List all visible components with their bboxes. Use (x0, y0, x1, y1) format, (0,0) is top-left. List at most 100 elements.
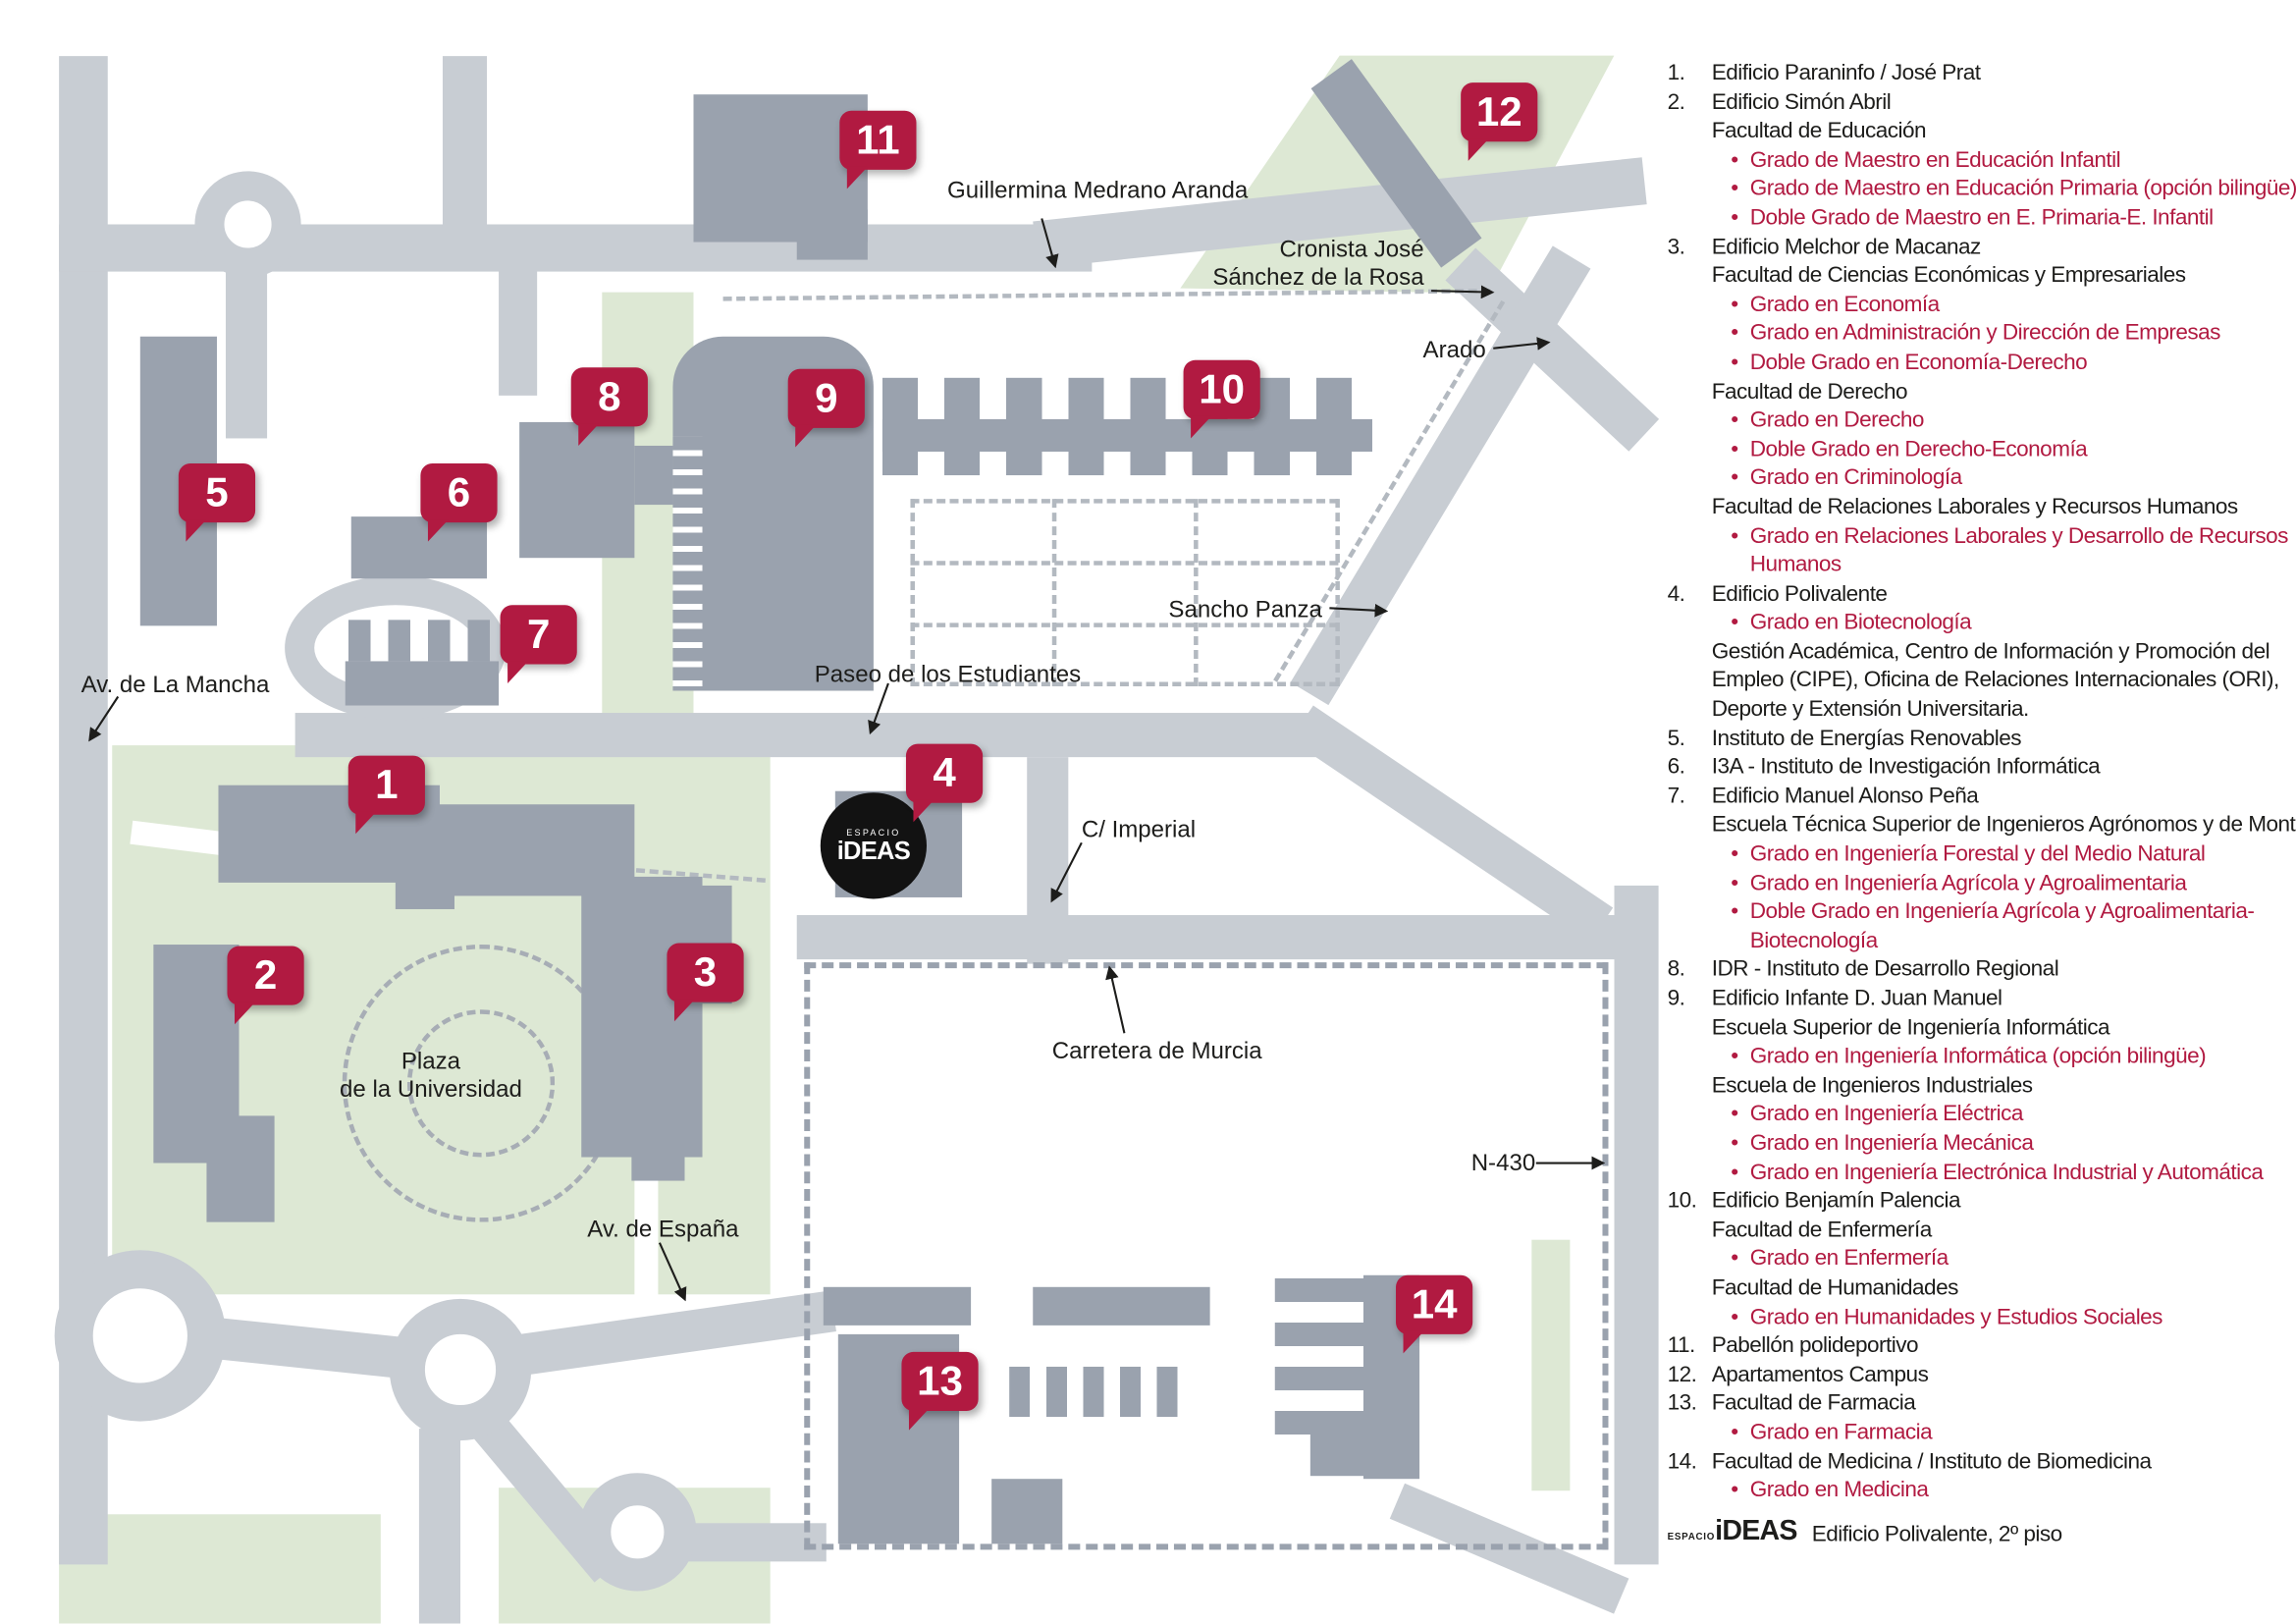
building-8 (519, 421, 635, 559)
legend-item-number: 1. (1667, 60, 1685, 86)
legend-subheading: Facultad de Enfermería (1711, 1217, 1933, 1243)
building-1-annex (395, 876, 454, 909)
legend-item-number: 6. (1667, 754, 1685, 781)
legend-item-14: 14. Facultad de Medicina / Instituto de B… (1668, 1447, 2296, 1505)
dashed-grid-line (1194, 499, 1199, 686)
legend-item-title: Apartamentos Campus (1711, 1362, 1929, 1387)
legend-subheading: Facultad de Ciencias Económicas y Empres… (1711, 262, 2186, 289)
legend-degree: •Grado en Enfermería (1712, 1245, 2296, 1273)
legend-degree: •Doble Grado de Maestro en E. Primaria-E… (1712, 203, 2296, 232)
legend-degree-continued: Humanos (1749, 552, 1842, 577)
legend-item-number: 13. (1667, 1390, 1697, 1417)
legend-subheading: Deporte y Extensión Universitaria. (1711, 696, 2030, 723)
logo-espacio-text: ESPACIO (846, 829, 901, 839)
legend-degree: •Doble Grado en Derecho-Economía (1712, 435, 2296, 463)
road (508, 1290, 836, 1378)
legend-item-title: Facultad de Farmacia (1711, 1390, 1916, 1417)
legend-degree: •Grado en Ingeniería Forestal y del Medi… (1712, 839, 2296, 868)
legend-footer-text: Edificio Polivalente, 2º piso (1811, 1521, 2062, 1546)
legend-subheading: Gestión Académica, Centro de Información… (1711, 638, 2270, 665)
street-label-n-430: N-430 (1470, 1151, 1536, 1177)
map-marker-12: 12 (1461, 82, 1538, 161)
legend-degree: •Grado en Ingeniería Mecánica (1712, 1129, 2296, 1158)
logo-ideas-text: iDEAS (836, 836, 911, 865)
dashed-grid-line (910, 681, 1339, 686)
dashed-grid-line (1051, 499, 1057, 686)
dashed-grid-line (910, 561, 1339, 566)
legend-degree: •Grado en Ingeniería Electrónica Industr… (1712, 1158, 2296, 1186)
legend-subheading: Facultad de Derecho (1711, 378, 1908, 405)
legend-item-number: 8. (1667, 956, 1685, 983)
street-label-carretera-de-murcia: Carretera de Murcia (1051, 1039, 1262, 1064)
legend-item-title: Facultad de Medicina / Instituto de Biom… (1711, 1448, 2152, 1474)
road (1290, 705, 1614, 943)
road (442, 56, 488, 228)
legend-degree: •Grado en Ingeniería Eléctrica (1712, 1100, 2296, 1128)
legend-item-title: Pabellón polideportivo (1711, 1332, 1919, 1359)
legend-item-number: 14. (1667, 1448, 1697, 1474)
map-marker-7: 7 (500, 605, 577, 683)
legend-degree: •Grado en Economía (1712, 291, 2296, 319)
legend-item-title: Edificio Melchor de Macanaz (1711, 234, 1982, 259)
road (1614, 885, 1659, 1565)
bullet-icon: • (1731, 1130, 1738, 1156)
bullet-icon: • (1731, 1159, 1738, 1185)
legend-item-title: I3A - Instituto de Investigación Informá… (1711, 754, 2101, 781)
logo-ideas-text: iDEAS (1715, 1515, 1797, 1546)
dashed-grid-line (1335, 499, 1340, 686)
street-label-av-de-la-mancha: Av. de La Mancha (80, 673, 270, 699)
legend-degree: •Grado en Criminología (1712, 463, 2296, 492)
legend-subheading: Escuela Técnica Superior de Ingenieros A… (1711, 812, 2296, 838)
legend-degree: •Grado en Biotecnología (1712, 609, 2296, 637)
legend-item-8: 8.IDR - Instituto de Desarrollo Regional (1668, 955, 2296, 984)
roundabout (194, 171, 301, 278)
building-10 (881, 418, 1372, 452)
dashed-grid-line (910, 623, 1339, 627)
roundabout (54, 1250, 226, 1422)
building-9-annex (634, 445, 673, 506)
legend-degree: •Grado de Maestro en Educación Primaria … (1712, 175, 2296, 203)
legend-degree: •Grado en Humanidades y Estudios Sociale… (1712, 1303, 2296, 1331)
street-label-paseo-de-los-estudiantes: Paseo de los Estudiantes (814, 662, 1082, 688)
map-marker-14: 14 (1396, 1274, 1473, 1354)
building-3-annex (631, 1154, 685, 1181)
bullet-icon: • (1731, 610, 1738, 635)
legend-item-12: 12.Apartamentos Campus (1668, 1361, 2296, 1389)
legend-degree: •Doble Grado en Ingeniería Agrícola y Ag… (1712, 897, 2296, 926)
bullet-icon: • (1731, 1101, 1738, 1127)
legend-subheading: Escuela de Ingenieros Industriales (1711, 1072, 2033, 1099)
bullet-icon: • (1731, 1477, 1738, 1503)
map-marker-3: 3 (667, 943, 744, 1022)
legend-item-13: 13.Facultad de Farmacia•Grado en Farmaci… (1668, 1389, 2296, 1447)
dashed-parcel-boundary (804, 962, 1609, 1550)
bullet-icon: • (1731, 1304, 1738, 1329)
legend-degree: •Grado en Administración y Dirección de … (1712, 319, 2296, 348)
legend-item-title: Edificio Infante D. Juan Manuel (1711, 986, 2002, 1011)
legend-item-4: 4.Edificio Polivalente•Grado en Biotecno… (1668, 579, 2296, 724)
bullet-icon: • (1731, 407, 1738, 433)
bullet-icon: • (1731, 1044, 1738, 1069)
map-marker-8: 8 (570, 367, 648, 446)
legend-item-5: 5.Instituto de Energías Renovables (1668, 725, 2296, 753)
legend-item-number: 3. (1667, 234, 1685, 259)
map-marker-4: 4 (905, 743, 984, 823)
green-area (59, 1514, 381, 1624)
legend-item-number: 11. (1667, 1332, 1696, 1359)
road (796, 914, 1624, 960)
map-marker-5: 5 (178, 463, 256, 542)
legend-item-number: 7. (1667, 783, 1685, 809)
logo-espacio-text: ESPACIO (1667, 1531, 1716, 1543)
bullet-icon: • (1731, 870, 1738, 895)
legend-subheading: Facultad de Relaciones Laborales y Recur… (1711, 494, 2238, 519)
building-7-teeth (347, 620, 500, 662)
bullet-icon: • (1731, 204, 1738, 231)
